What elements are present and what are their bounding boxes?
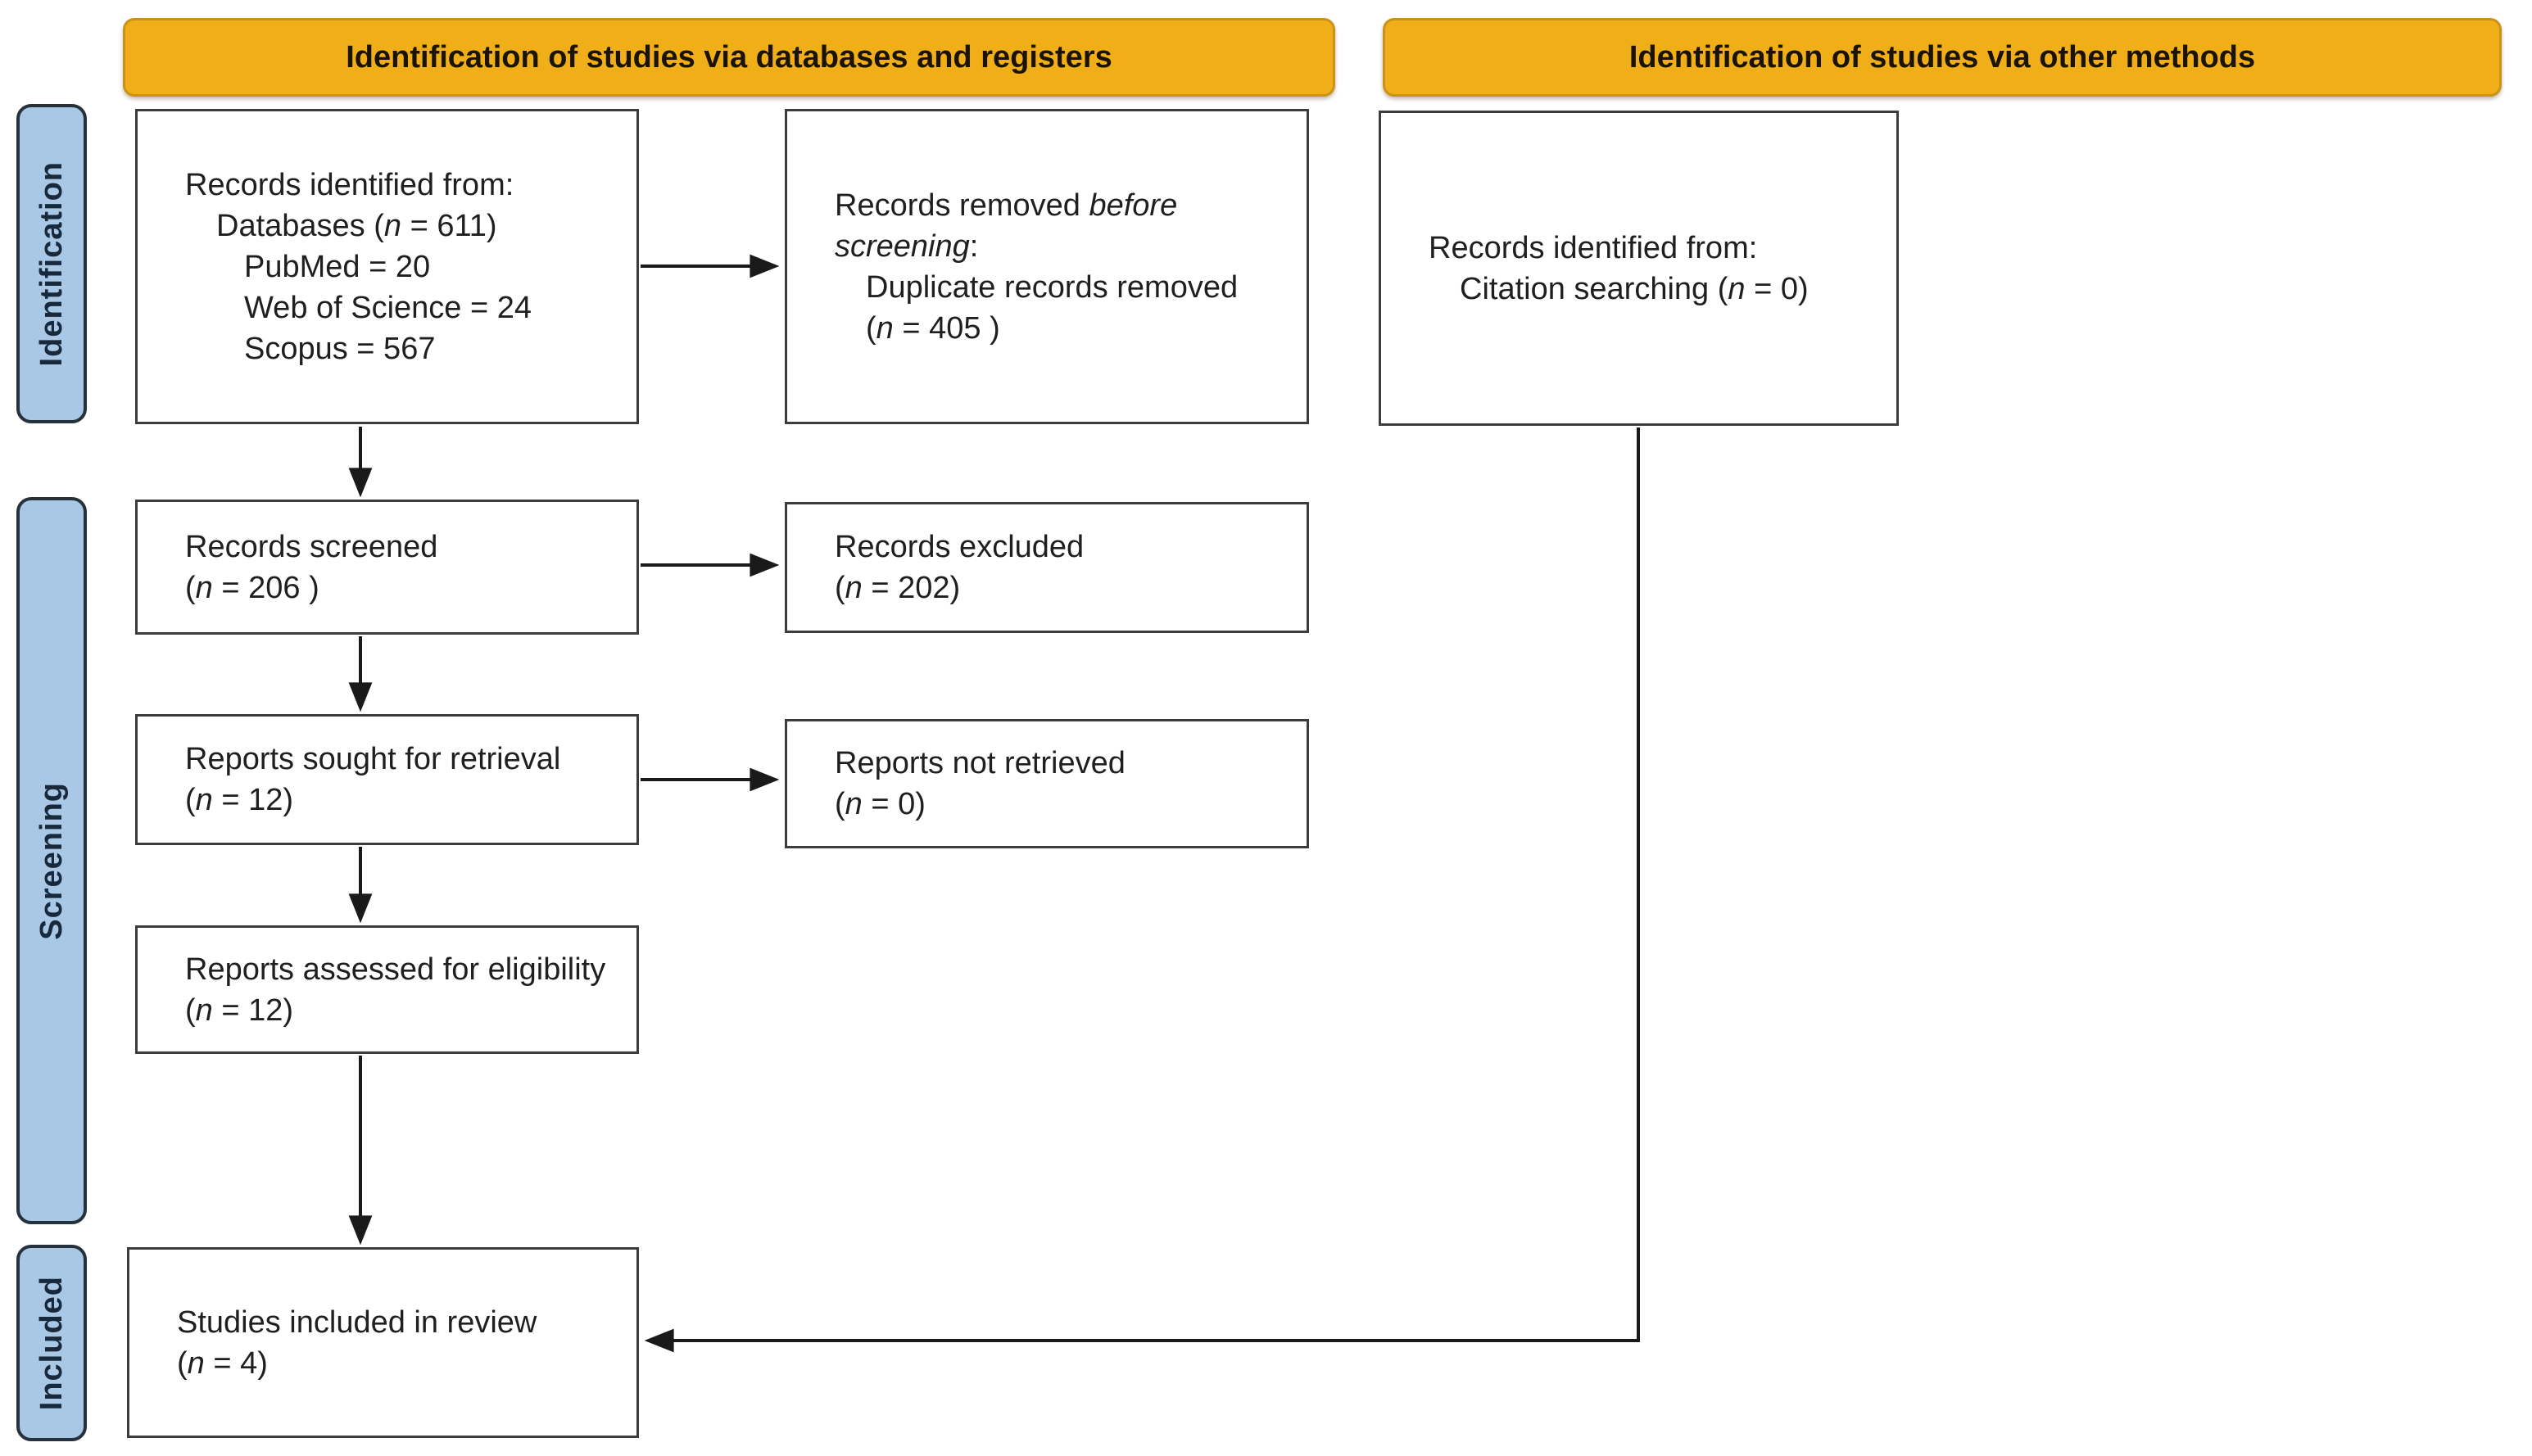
box-text-line: Databases (n = 611)	[216, 208, 497, 243]
banner-databases-registers: Identification of studies via databases …	[123, 18, 1335, 97]
box-text-line: (n = 202)	[835, 571, 961, 605]
banner-other-methods: Identification of studies via other meth…	[1383, 18, 2502, 97]
box-text-line: Records screened	[185, 529, 438, 564]
box-text-line: Reports sought for retrieval	[185, 742, 561, 776]
box-records-excluded: Records excluded (n = 202)	[785, 502, 1309, 633]
stage-label-included: Included	[16, 1245, 87, 1441]
box-text-line: Records identified from:	[185, 167, 514, 202]
box-records-identified: Records identified from: Databases (n = 6…	[135, 109, 639, 424]
box-reports-assessed-eligibility: Reports assessed for eligibility (n = 12)	[135, 925, 639, 1054]
stage-identification-text: Identification	[34, 161, 69, 367]
box-text-line: Duplicate records removed	[866, 269, 1239, 305]
box-text-line: (n = 0)	[835, 787, 926, 821]
box-studies-included-review: Studies included in review (n = 4)	[127, 1247, 639, 1438]
box-text-line: Studies included in review	[177, 1305, 537, 1340]
box-reports-sought-retrieval: Reports sought for retrieval (n = 12)	[135, 714, 639, 845]
box-text-line: Reports not retrieved	[835, 746, 1126, 780]
banner-databases-label: Identification of studies via databases …	[346, 39, 1112, 75]
box-text-line: Reports assessed for eligibility	[185, 952, 606, 987]
box-text-line: (n = 12)	[185, 993, 294, 1028]
box-records-screened: Records screened (n = 206 )	[135, 500, 639, 635]
banner-other-label: Identification of studies via other meth…	[1628, 39, 2256, 75]
box-reports-not-retrieved: Reports not retrieved (n = 0)	[785, 719, 1309, 848]
box-text-line: (n = 206 )	[185, 570, 319, 605]
box-text-line: (n = 405 )	[866, 310, 1000, 346]
box-text-line: Citation searching (n = 0)	[1460, 271, 1809, 306]
box-records-identified-other-methods: Records identified from: Citation searchi…	[1379, 111, 1899, 426]
box-text-line: screening:	[835, 228, 979, 264]
box-text-line: Records excluded	[835, 530, 1085, 564]
box-text-line: Records identified from:	[1429, 230, 1758, 265]
box-text-line: Records removed before	[835, 188, 1178, 223]
box-text-line: (n = 12)	[185, 783, 294, 817]
box-records-removed-before-screening: Records removed before screening: Duplicat…	[785, 109, 1309, 424]
box-text-line: Web of Science = 24	[244, 290, 532, 325]
stage-included-text: Included	[34, 1275, 69, 1411]
box-text-line: PubMed = 20	[244, 249, 431, 284]
stage-screening-text: Screening	[34, 781, 69, 940]
box-text-line: (n = 4)	[177, 1345, 268, 1381]
stage-label-screening: Screening	[16, 497, 87, 1224]
box-text-line: Scopus = 567	[244, 331, 436, 366]
stage-label-identification: Identification	[16, 104, 87, 423]
